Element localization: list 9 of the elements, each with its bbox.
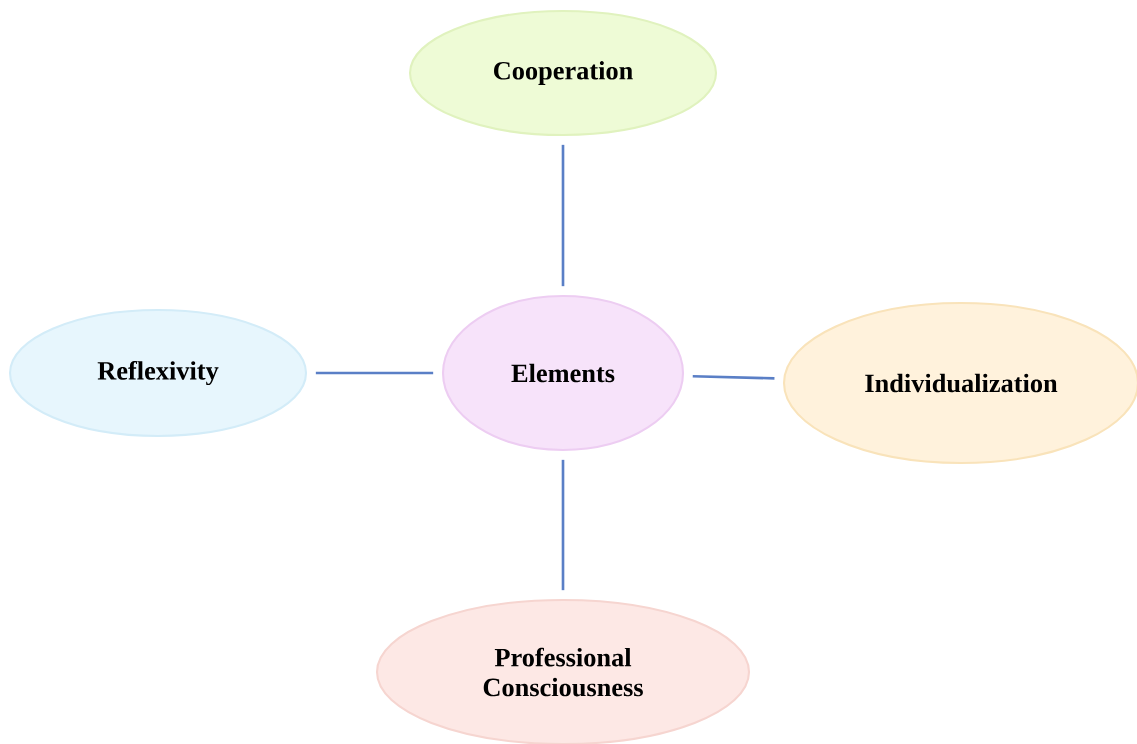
connector-line — [692, 374, 775, 380]
ellipse-node: Elements — [441, 294, 685, 452]
connector-line — [315, 371, 434, 375]
ellipse-node: Reflexivity — [8, 308, 308, 438]
ellipse-node: Professional Consciousness — [375, 598, 751, 744]
ellipse-node: Cooperation — [408, 9, 718, 137]
connector-line — [561, 144, 565, 287]
connector-line — [561, 459, 565, 591]
ellipse-node: Individualization — [782, 301, 1137, 465]
